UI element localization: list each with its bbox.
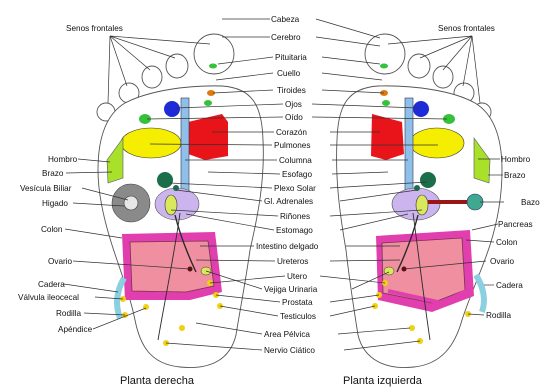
label-vejiga-urinaria: Vejiga Urinaria	[264, 285, 318, 294]
left-hip	[476, 275, 484, 312]
left-foot	[337, 34, 502, 368]
right-kidney	[165, 195, 177, 215]
left-lung	[410, 128, 464, 158]
label-valvula-right: Válvula ileocecal	[18, 293, 79, 302]
label-colon-right: Colon	[41, 225, 63, 234]
label-nervio-ciatico: Nervio Ciático	[264, 346, 315, 355]
label-columna: Columna	[279, 156, 312, 165]
label-cadera-right: Cadera	[38, 280, 65, 289]
label-pulmones: Pulmones	[274, 141, 310, 150]
left-inner-ear	[382, 100, 390, 106]
right-sole-outline	[98, 86, 263, 368]
label-cerebro: Cerebro	[271, 33, 301, 42]
label-pituitaria: Pituitaria	[275, 53, 307, 62]
left-toe-3	[433, 66, 453, 88]
caption-left-foot: Planta izquierda	[343, 375, 423, 387]
label-higado-right: Higado	[42, 199, 68, 208]
label-cuello: Cuello	[277, 69, 301, 78]
right-intestine	[130, 241, 214, 292]
label-cabeza: Cabeza	[271, 15, 300, 24]
label-hombro-right: Hombro	[48, 155, 78, 164]
right-adrenal	[157, 172, 173, 188]
right-pelvic-point	[179, 325, 185, 331]
label-plexo-solar: Plexo Solar	[274, 184, 316, 193]
label-ovario-left: Ovario	[490, 257, 515, 266]
left-sole-outline	[337, 86, 502, 368]
right-lung	[121, 128, 181, 158]
label-ovario-right: Ovario	[48, 257, 73, 266]
right-inner-ear	[204, 100, 212, 106]
label-bazo-left: Bazo	[521, 198, 540, 207]
label-rinones: Riñones	[280, 212, 310, 221]
label-rodilla-left: Rodilla	[486, 311, 511, 320]
label-senos-frontales-left: Senos frontales	[438, 24, 495, 33]
label-utero: Utero	[287, 272, 307, 281]
right-eye-point	[164, 101, 180, 117]
right-lung-red	[188, 114, 228, 160]
label-ojos: Ojos	[285, 100, 302, 109]
label-ureteros: Ureteros	[277, 257, 308, 266]
label-apendice-right: Apéndice	[58, 325, 93, 334]
left-kidney	[416, 195, 428, 215]
label-tiroides: Tiroides	[277, 86, 306, 95]
label-senos-frontales-right: Senos frontales	[66, 24, 123, 33]
left-adrenal	[420, 172, 436, 188]
right-gallbladder	[124, 196, 138, 210]
left-eye-point	[413, 101, 429, 117]
right-spine	[181, 98, 189, 204]
label-estomago: Estomago	[276, 226, 313, 235]
caption-right-foot: Planta derecha	[120, 375, 195, 387]
label-colon-left: Colon	[496, 238, 518, 247]
label-pancreas-left: Pancreas	[498, 220, 533, 229]
label-prostata: Prostata	[282, 298, 313, 307]
right-toe-2	[166, 54, 188, 78]
label-testiculos: Testiculos	[280, 312, 316, 321]
label-intestino-delgado: Intestino delgado	[256, 242, 319, 251]
label-corazon: Corazón	[276, 128, 307, 137]
label-vesicula-right: Vesícula Biliar	[20, 184, 72, 193]
label-hombro-left: Hombro	[501, 155, 531, 164]
right-toe-3	[142, 66, 162, 88]
right-pituitary	[209, 64, 217, 69]
label-brazo-right: Brazo	[42, 169, 64, 178]
label-area-pelvica: Area Pélvica	[264, 330, 310, 339]
left-toe-2	[408, 54, 430, 78]
left-pituitary	[380, 64, 388, 69]
label-brazo-left: Brazo	[504, 171, 526, 180]
label-cadera-left: Cadera	[496, 281, 523, 290]
label-rodilla-right: Rodilla	[56, 309, 81, 318]
label-esofago: Esofago	[282, 170, 312, 179]
label-gl-adrenales: Gl. Adrenales	[264, 197, 313, 206]
label-oido: Oído	[285, 113, 303, 122]
